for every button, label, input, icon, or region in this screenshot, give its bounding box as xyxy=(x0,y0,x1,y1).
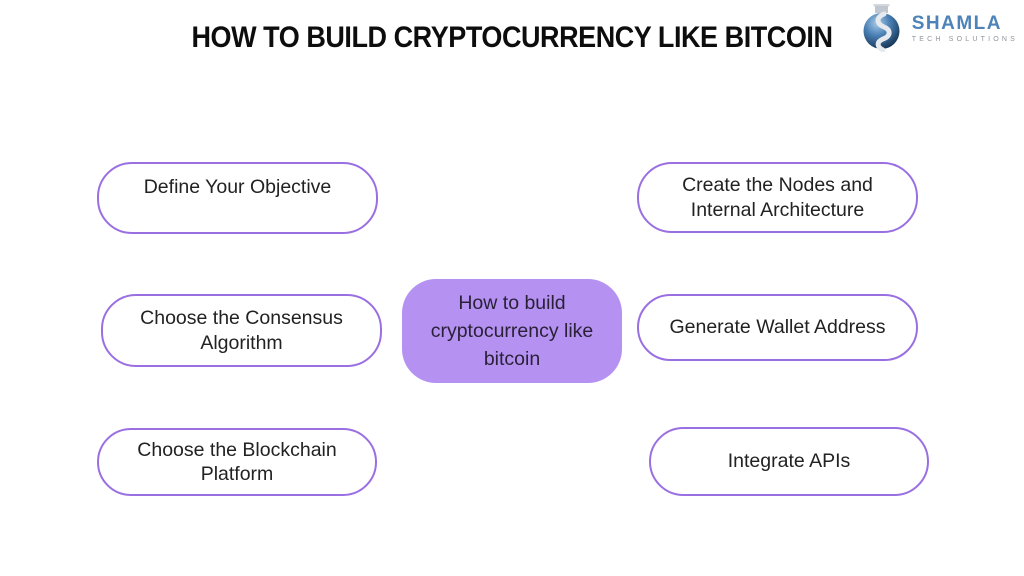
center-node: How to build cryptocurrency like bitcoin xyxy=(402,279,622,383)
brand-text: SHAMLA TECH SOLUTIONS xyxy=(911,12,1018,43)
brand-tagline: TECH SOLUTIONS xyxy=(911,35,1018,43)
brand-logo: SHAMLA TECH SOLUTIONS xyxy=(859,4,1018,52)
step-integrate-apis: Integrate APIs xyxy=(649,427,929,496)
step-choose-blockchain-platform: Choose the Blockchain Platform xyxy=(97,428,377,496)
brand-name: SHAMLA xyxy=(911,12,1003,34)
step-define-your-objective: Define Your Objective xyxy=(97,162,378,234)
step-generate-wallet-address: Generate Wallet Address xyxy=(637,294,918,361)
step-choose-consensus-algorithm: Choose the Consensus Algorithm xyxy=(101,294,382,367)
page-title: HOW TO BUILD CRYPTOCURRENCY LIKE BITCOIN xyxy=(191,21,833,54)
step-create-nodes-internal-architecture: Create the Nodes and Internal Architectu… xyxy=(637,162,918,233)
shamla-sphere-icon xyxy=(863,4,900,52)
